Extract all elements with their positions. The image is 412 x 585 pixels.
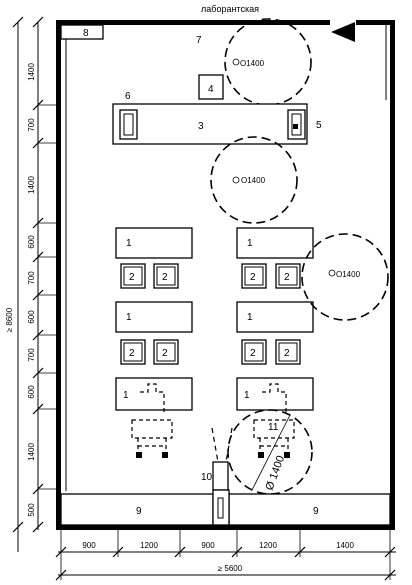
left-dim-2: 700: [27, 118, 36, 132]
item-4-stand: 4: [198, 74, 224, 100]
desk-label: 1: [123, 390, 129, 401]
circle-right-label: O1400: [336, 270, 361, 279]
left-total-dim: ≥ 8600: [5, 307, 14, 332]
bench-gap-post: [212, 489, 230, 526]
bottom-dim-3: 900: [201, 541, 215, 550]
student-desk-right-3: 1: [236, 377, 314, 411]
door-arrow-icon: [331, 22, 355, 42]
bottom-dim-2: 1200: [140, 541, 158, 550]
desk-label: 1: [126, 312, 132, 323]
item-10-label: 10: [201, 472, 213, 483]
left-dim-9: 1400: [27, 443, 36, 461]
item-9-label-left: 9: [136, 506, 142, 517]
student-desk-right-2: 1: [236, 301, 314, 333]
chair-label: 2: [284, 272, 290, 283]
item-8-cabinet: 8: [60, 24, 104, 40]
student-desk-left-2: 1: [115, 301, 193, 333]
left-dim-3: 1400: [27, 176, 36, 194]
item-7-label: 7: [196, 35, 202, 46]
chair-label: 2: [129, 348, 135, 359]
student-desk-left-3: 1: [115, 377, 193, 411]
item-4-label: 4: [208, 84, 214, 95]
item-10-post: 10: [201, 427, 233, 491]
left-dim-5: 700: [27, 271, 36, 285]
chair-label: 2: [162, 348, 168, 359]
chair-label: 2: [162, 272, 168, 283]
zone-circle-middle: O1400: [210, 136, 298, 224]
item-11-label: 11: [268, 422, 279, 433]
chairs-right-1: 2 2: [241, 263, 301, 289]
wheelchair-space-left: [131, 383, 173, 458]
circle-top-label: O1400: [240, 59, 265, 68]
student-desk-right-1: 1: [236, 227, 314, 259]
wall-bench-right: 9: [228, 493, 391, 526]
demo-table-3: 3: [112, 103, 308, 145]
desk-label: 1: [126, 238, 132, 249]
left-dim-1: 1400: [27, 63, 36, 81]
bottom-dimension-chain: 900 1200 900 1200 1400 ≥ 5600: [55, 530, 396, 581]
left-dim-4: 600: [27, 235, 36, 249]
chair-label: 2: [129, 272, 135, 283]
bottom-dim-1: 900: [82, 541, 96, 550]
chairs-left-2: 2 2: [120, 339, 179, 365]
item-3-label: 3: [198, 121, 204, 132]
chair-label: 2: [284, 348, 290, 359]
left-dim-6: 600: [27, 310, 36, 324]
chairs-right-2: 2 2: [241, 339, 301, 365]
desk-label: 1: [244, 390, 250, 401]
room-walls: [56, 19, 395, 530]
bottom-total-dim: ≥ 5600: [218, 564, 243, 573]
item-9-label-right: 9: [313, 506, 319, 517]
student-desk-left-1: 1: [115, 227, 193, 259]
item-5-label: 5: [316, 120, 322, 131]
top-label: лаборантская: [201, 4, 259, 14]
left-dim-10: 500: [27, 503, 36, 517]
item-6-label: 6: [125, 91, 131, 102]
left-dimension-chain: 1400 700 1400 600 700 600 700 600 1400 5…: [5, 16, 56, 552]
chair-label: 2: [250, 272, 256, 283]
desk-label: 1: [247, 312, 253, 323]
left-dim-8: 600: [27, 385, 36, 399]
circle-middle-label: O1400: [241, 176, 266, 185]
desk-label: 1: [247, 238, 253, 249]
left-dim-7: 700: [27, 348, 36, 362]
chairs-left-1: 2 2: [120, 263, 179, 289]
bottom-dim-4: 1200: [259, 541, 277, 550]
bottom-dim-5: 1400: [336, 541, 354, 550]
chair-label: 2: [250, 348, 256, 359]
zone-circle-top: O1400: [224, 18, 312, 106]
item-8-label: 8: [83, 28, 89, 39]
zone-circle-right: O1400: [301, 233, 389, 321]
wall-bench-left: 9: [60, 493, 214, 526]
